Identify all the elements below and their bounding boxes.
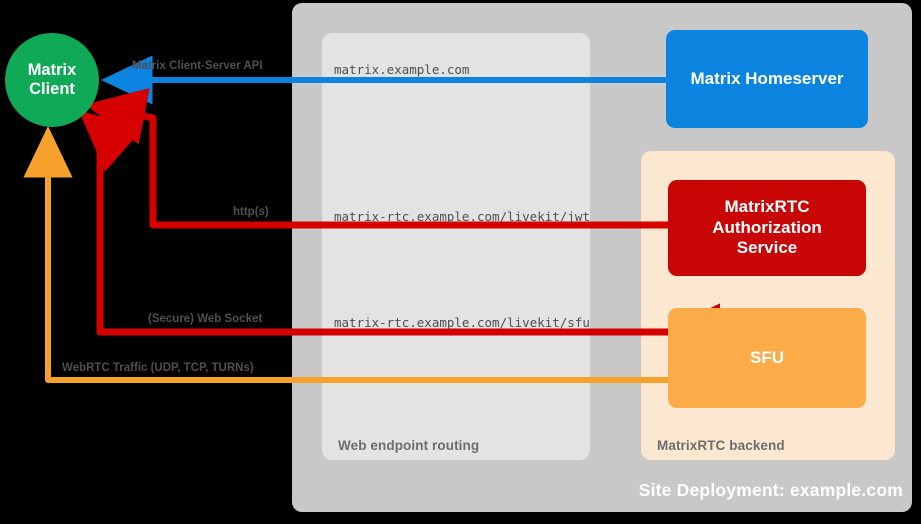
auth-service-label-line2: Authorization — [712, 217, 822, 237]
sfu-label: SFU — [750, 347, 784, 367]
web-endpoint-routing-panel — [322, 33, 590, 460]
matrixrtc-authorization-service-node[interactable]: MatrixRTC Authorization Service — [668, 180, 866, 276]
url-label-livekit-jwt: matrix-rtc.example.com/livekit/jwt — [334, 209, 590, 224]
edge-label-webrtc: WebRTC Traffic (UDP, TCP, TURNs) — [62, 362, 254, 374]
edge-label-https: http(s) — [233, 206, 269, 218]
matrix-client-label-line1: Matrix — [27, 60, 77, 79]
edge-label-websocket: (Secure) Web Socket — [148, 313, 263, 325]
matrix-client-node[interactable]: Matrix Client — [5, 33, 99, 127]
url-label-homeserver: matrix.example.com — [334, 62, 470, 77]
matrixrtc-backend-caption: MatrixRTC backend — [657, 438, 785, 453]
url-label-livekit-sfu: matrix-rtc.example.com/livekit/sfu — [334, 315, 590, 330]
matrix-homeserver-label: Matrix Homeserver — [690, 68, 844, 88]
matrix-homeserver-node[interactable]: Matrix Homeserver — [666, 30, 868, 128]
auth-service-label-line1: MatrixRTC — [724, 197, 810, 217]
matrix-client-label-line2: Client — [29, 80, 75, 98]
edge-label-cs-api: Matrix Client-Server API — [132, 60, 263, 72]
auth-service-label-line3: Service — [736, 238, 798, 258]
site-deployment-title: Site Deployment: example.com — [638, 480, 903, 500]
sfu-node[interactable]: SFU — [668, 308, 866, 408]
web-endpoint-routing-caption: Web endpoint routing — [338, 438, 480, 453]
